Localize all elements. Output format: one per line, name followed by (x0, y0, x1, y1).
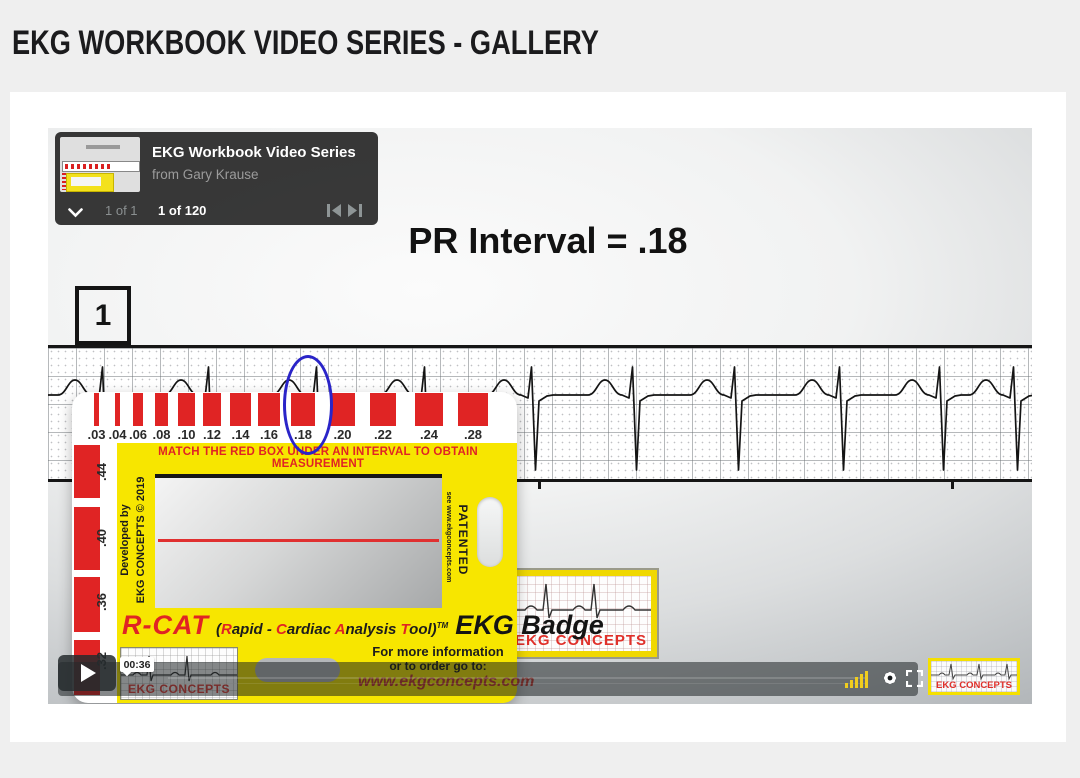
content-panel: EKG Workbook Video Series from Gary Krau… (10, 92, 1066, 742)
trademark: TM (436, 621, 449, 630)
strip-tick (538, 482, 541, 489)
corner-watermark-text: EKG CONCEPTS (935, 680, 1012, 691)
interval-box (115, 393, 120, 426)
side-interval-box (74, 507, 100, 570)
badge-see-url: see www.ekgconcepts.com (445, 491, 452, 583)
strip-number-box: 1 (75, 286, 131, 345)
strip-tick (951, 482, 954, 489)
thumbnail-ekg-strip (62, 161, 140, 172)
video-title[interactable]: EKG Workbook Video Series (152, 144, 356, 161)
interval-box (370, 393, 396, 426)
interval-label: .16 (259, 427, 279, 442)
player-header-overlay: EKG Workbook Video Series from Gary Krau… (55, 132, 378, 225)
interval-label: .22 (373, 427, 393, 442)
interval-label: .24 (419, 427, 439, 442)
interval-label: .12 (202, 427, 222, 442)
scrubber-track[interactable] (168, 677, 868, 679)
side-interval-box (74, 445, 100, 498)
side-interval-box (74, 577, 100, 632)
patented-text: PATENTED (456, 504, 470, 576)
side-interval-label: .40 (94, 528, 109, 548)
ekg-concepts-logo-text: EKG CONCEPTS (514, 632, 647, 649)
skip-previous-icon[interactable] (327, 204, 342, 222)
badge-window-topbar (155, 474, 442, 478)
playlist-row: 1 of 1 1 of 120 (55, 200, 378, 225)
volume-icon[interactable] (845, 670, 871, 688)
interval-label: .08 (152, 427, 171, 442)
interval-label: .04 (108, 427, 127, 442)
interval-box (230, 393, 251, 426)
badge-match-text: MATCH THE RED BOX UNDER AN INTERVAL TO O… (158, 446, 478, 470)
interval-box (458, 393, 488, 426)
interval-label: .06 (128, 427, 148, 442)
interval-box (133, 393, 143, 426)
video-count: 1 of 120 (158, 203, 207, 218)
side-interval-label: .36 (94, 592, 109, 612)
chevron-down-icon[interactable] (68, 205, 83, 223)
ekg-concepts-logo: EKG CONCEPTS (503, 568, 659, 659)
playlist-count: 1 of 1 (105, 203, 138, 218)
developed-by-text: Developed by EKG CONCEPTS © 2019 (119, 476, 147, 604)
interval-label: .03 (87, 427, 106, 442)
badge-red-line (158, 539, 439, 542)
interval-label: .20 (333, 427, 352, 442)
interval-box (155, 393, 168, 426)
badge-title-row: R-CAT (Rapid - Cardiac Analysis Tool)TM … (122, 610, 604, 641)
rcat-logo-text: R-CAT (122, 610, 209, 640)
rcat-subtitle: (Rapid - Cardiac Analysis Tool)TM (215, 621, 449, 638)
highlight-ellipse (283, 355, 333, 455)
thumbnail-badge (66, 173, 114, 192)
interval-box (415, 393, 443, 426)
ekg-badge-text: EKG Badge (455, 610, 604, 640)
video-thumbnail[interactable] (60, 137, 140, 192)
play-icon (81, 664, 96, 682)
interval-box (330, 393, 355, 426)
thumbnail-text-line (86, 145, 120, 149)
interval-label: .14 (231, 427, 250, 442)
skip-next-icon[interactable] (347, 204, 362, 222)
corner-watermark: EKG CONCEPTS (928, 658, 1020, 695)
play-button[interactable] (58, 655, 116, 691)
page-title: EKG WORKBOOK VIDEO SERIES - GALLERY (12, 24, 599, 62)
interval-label: .28 (463, 427, 483, 442)
progress-bar[interactable] (58, 662, 924, 696)
video-player[interactable]: EKG Workbook Video Series from Gary Krau… (48, 128, 1032, 704)
interval-box (178, 393, 195, 426)
side-interval-label: .44 (94, 462, 109, 482)
interval-box (203, 393, 221, 426)
pr-interval-heading: PR Interval = .18 (408, 220, 688, 261)
thumbnail-red-dots (62, 173, 66, 190)
badge-measure-window (155, 478, 442, 608)
badge-clip-slot (477, 497, 503, 567)
strip-number: 1 (94, 298, 112, 332)
fullscreen-icon[interactable] (905, 669, 924, 688)
interval-label: .10 (177, 427, 196, 442)
settings-gear-icon[interactable] (880, 668, 900, 688)
interval-box (258, 393, 280, 426)
timestamp-tooltip: 00:36 (120, 657, 154, 677)
interval-box (94, 393, 99, 426)
video-byline[interactable]: from Gary Krause (152, 167, 259, 182)
